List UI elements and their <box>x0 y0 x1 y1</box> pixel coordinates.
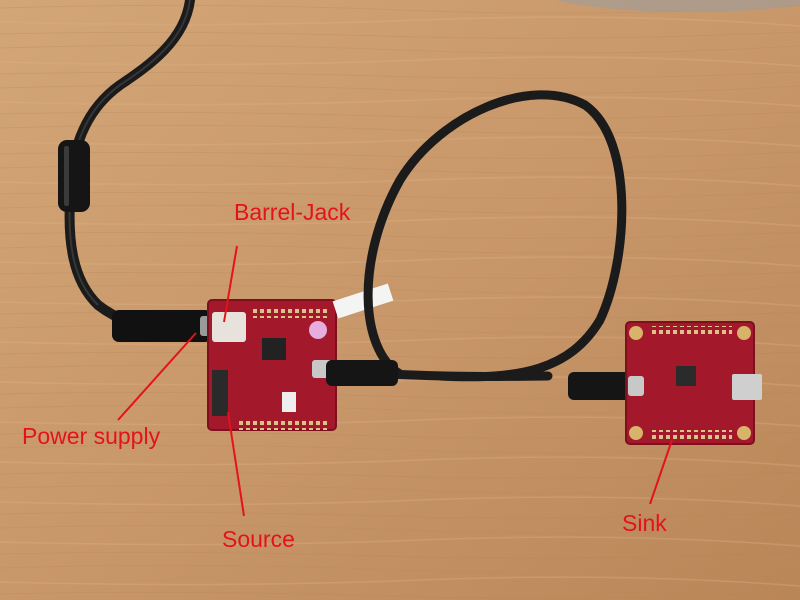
sink-header-top <box>652 326 732 336</box>
usb-b-connector <box>732 374 762 400</box>
power-cable-highlight <box>68 0 191 306</box>
sink-label: Sink <box>622 510 667 536</box>
leader-line-source <box>227 411 245 517</box>
mount-hole-tl <box>629 326 643 340</box>
mount-hole-br <box>737 426 751 440</box>
top-right-object <box>556 0 800 12</box>
ribbon-label <box>332 283 394 319</box>
led-glow <box>309 321 327 339</box>
source-board <box>207 299 337 431</box>
barrel-plug <box>112 310 212 342</box>
usb-c-cable <box>363 90 627 382</box>
usb-c-plug-source <box>326 360 398 386</box>
header-pins-top <box>252 306 328 318</box>
mount-hole-tr <box>737 326 751 340</box>
leader-line-sink <box>649 439 673 505</box>
sink-board <box>625 321 762 445</box>
source-label: Source <box>222 526 295 552</box>
power-supply-label: Power supply <box>22 423 161 449</box>
fpc-connector <box>212 370 228 416</box>
leader-line-power-supply <box>117 332 197 421</box>
barrel-jack-connector <box>212 312 246 342</box>
usb-c-plug-sink <box>568 372 632 400</box>
ferrite-bead <box>58 140 90 212</box>
chip <box>262 338 286 360</box>
header-pins-bottom <box>238 420 328 430</box>
barrel-jack-label: Barrel-Jack <box>234 199 351 225</box>
sink-chip <box>676 366 696 386</box>
mount-hole-bl <box>629 426 643 440</box>
usb-c-port-sink <box>628 376 644 396</box>
sink-header-bottom <box>652 430 732 440</box>
leader-line-barrel-jack <box>223 245 238 323</box>
dip-switch <box>282 392 296 412</box>
ferrite-bead-shine <box>64 146 69 206</box>
